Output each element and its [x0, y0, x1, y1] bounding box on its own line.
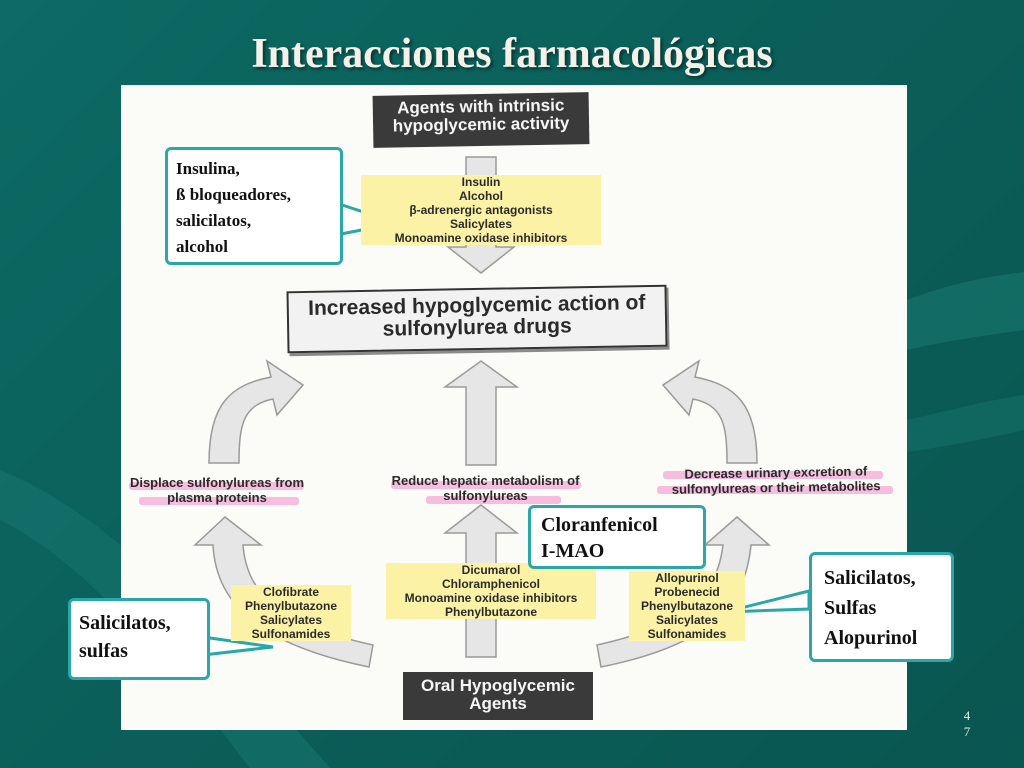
- page-number-digit: 7: [963, 724, 971, 739]
- top-category-label: Agents with intrinsic hypoglycemic activ…: [392, 95, 570, 136]
- callout-right: Salicilatos, Sulfas Alopurinol: [809, 552, 954, 662]
- center-effect-box: Increased hypoglycemic action of sulfony…: [286, 284, 668, 354]
- callout-line: Alopurinol: [824, 627, 918, 649]
- callout-middle: Cloranfenicol I-MAO: [528, 505, 706, 569]
- callout-line: Sulfas: [824, 597, 877, 619]
- callout-line: Insulina,: [176, 159, 240, 178]
- left-drug: Salicylates: [231, 613, 351, 627]
- top-agent: β-adrenergic antagonists: [361, 203, 601, 217]
- bottom-agents-box: Oral Hypoglycemic Agents: [403, 672, 593, 720]
- right-drug: Salicylates: [629, 613, 745, 627]
- page-number-digit: 4: [963, 708, 971, 723]
- top-agent: Insulin: [361, 175, 601, 189]
- left-drugs-list: Clofibrate Phenylbutazone Salicylates Su…: [231, 585, 351, 641]
- middle-drugs-list: Dicumarol Chloramphenicol Monoamine oxid…: [386, 563, 596, 619]
- right-drug: Allopurinol: [629, 571, 745, 585]
- right-mechanism-label: Decrease urinary excretion of sulfonylur…: [671, 463, 881, 497]
- middle-mechanism-highlight: [426, 496, 561, 504]
- center-effect-label: Increased hypoglycemic action of sulfony…: [307, 291, 646, 341]
- right-drug: Probenecid: [629, 585, 745, 599]
- right-mechanism-highlight: [663, 471, 883, 479]
- middle-drug: Monoamine oxidase inhibitors: [386, 591, 596, 605]
- callout-line: ß bloqueadores,: [176, 185, 291, 204]
- arrow-right-upper-curve: [661, 359, 758, 464]
- right-drugs-list: Allopurinol Probenecid Phenylbutazone Sa…: [629, 571, 745, 641]
- callout-line: salicilatos,: [176, 211, 252, 230]
- right-drug: Phenylbutazone: [629, 599, 745, 613]
- middle-mechanism-highlight: [391, 481, 581, 489]
- page-number: 4 7: [960, 708, 974, 740]
- callout-line: Salicilatos,: [824, 567, 916, 589]
- left-drug: Phenylbutazone: [231, 599, 351, 613]
- middle-drug: Chloramphenicol: [386, 577, 596, 591]
- top-agents-list: Insulin Alcohol β-adrenergic antagonists…: [361, 175, 601, 245]
- slide-title: Interacciones farmacológicas: [251, 31, 773, 77]
- left-mechanism-label: Displace sulfonylureas from plasma prote…: [129, 475, 305, 505]
- left-drug: Clofibrate: [231, 585, 351, 599]
- arrow-center-up: [442, 360, 520, 466]
- top-category-box: Agents with intrinsic hypoglycemic activ…: [372, 92, 590, 148]
- left-mechanism-highlight: [129, 482, 304, 490]
- top-agent: Monoamine oxidase inhibitors: [361, 231, 601, 245]
- top-agent: Alcohol: [361, 189, 601, 203]
- callout-line: Cloranfenicol: [541, 514, 658, 536]
- bottom-agents-label: Oral Hypoglycemic Agents: [420, 676, 575, 714]
- callout-line: I-MAO: [541, 540, 605, 562]
- middle-mechanism-label: Reduce hepatic metabolism of sulfonylure…: [391, 473, 580, 503]
- right-drug: Sulfonamides: [629, 627, 745, 641]
- callout-bottom-left: Salicilatos, sulfas: [68, 598, 210, 680]
- callout-line: Salicilatos,: [79, 612, 171, 634]
- arrow-left-upper-curve: [208, 359, 305, 464]
- left-drug: Sulfonamides: [231, 627, 351, 641]
- right-mechanism-highlight: [657, 486, 893, 494]
- middle-drug: Phenylbutazone: [386, 605, 596, 619]
- callout-top-left: Insulina, ß bloqueadores, salicilatos, a…: [165, 147, 343, 265]
- arrow-left-lower-curve: [193, 516, 374, 668]
- callout-line: sulfas: [79, 640, 128, 662]
- left-mechanism-highlight: [139, 497, 299, 505]
- top-agent: Salicylates: [361, 217, 601, 231]
- callout-line: alcohol: [176, 237, 228, 256]
